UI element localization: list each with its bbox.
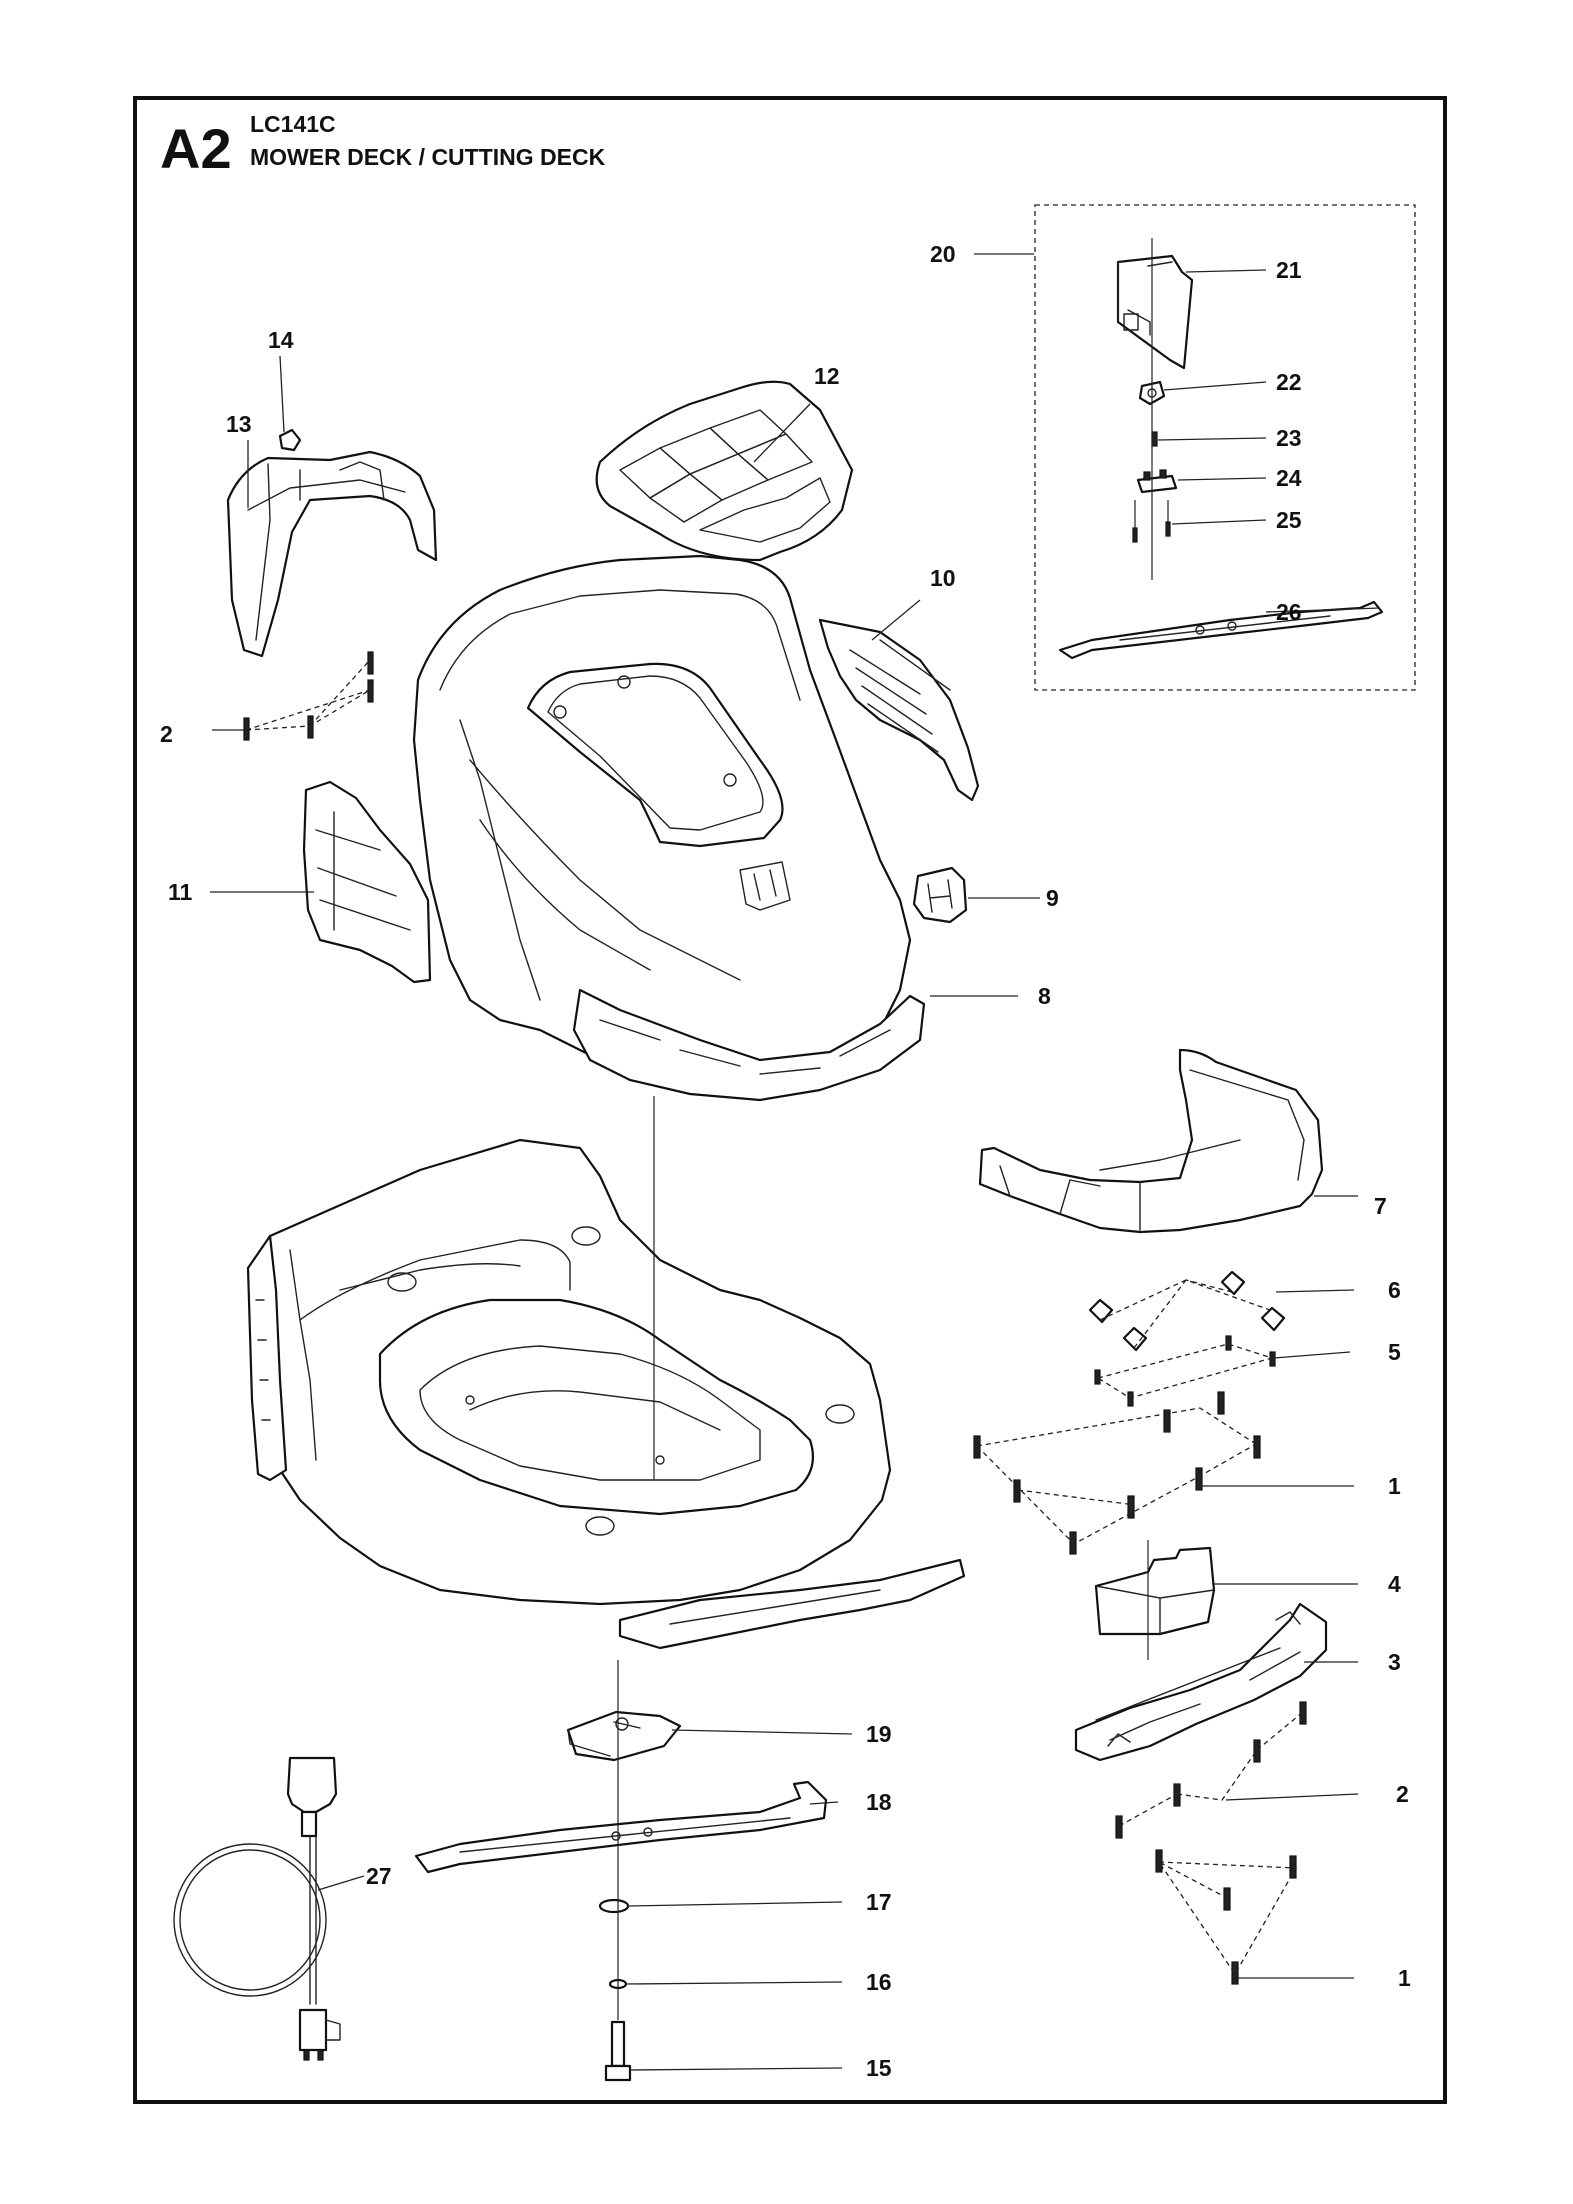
callout-25: 25 [1276, 507, 1302, 533]
callout-3: 3 [1388, 1649, 1401, 1675]
part-27 [173, 1756, 341, 2061]
part-17 [598, 1898, 630, 1914]
callout-21: 21 [1276, 257, 1302, 283]
callout-22: 22 [1276, 369, 1302, 395]
callout-1b: 1 [1398, 1965, 1411, 1991]
callout-20: 20 [930, 241, 956, 267]
part-24 [1136, 469, 1178, 494]
callout-13: 13 [226, 411, 252, 437]
part-26 [1058, 600, 1384, 660]
callout-14: 14 [268, 327, 294, 353]
part-25 [1132, 500, 1171, 543]
part-18 [414, 1780, 828, 1874]
callout-18: 18 [866, 1789, 892, 1815]
mower-deck-shell [246, 1138, 966, 1650]
part-21 [1116, 254, 1194, 370]
part-8 [412, 554, 926, 1102]
callout-4: 4 [1388, 1571, 1401, 1597]
part-12 [595, 380, 854, 562]
callout-9: 9 [1046, 885, 1059, 911]
part-6 [1088, 1270, 1286, 1352]
callout-26: 26 [1276, 599, 1302, 625]
part-1-upper [973, 1391, 1261, 1555]
part-10 [818, 618, 980, 802]
callout-2b: 2 [1396, 1781, 1409, 1807]
callout-5: 5 [1388, 1339, 1401, 1365]
callout-numbers: 14 13 12 10 2 11 9 8 7 6 5 1 4 3 2 1 19 … [160, 241, 1411, 2081]
part-7 [978, 1048, 1324, 1234]
part-19 [566, 1710, 682, 1762]
part-1-lower [1155, 1849, 1298, 1985]
leader-lines [210, 253, 1381, 2071]
part-6-dashes [1096, 1279, 1275, 1399]
callout-17: 17 [866, 1889, 892, 1915]
part-23 [1151, 431, 1158, 447]
callout-27: 27 [366, 1863, 392, 1889]
callout-16: 16 [866, 1969, 892, 1995]
model-code: LC141C [250, 111, 336, 137]
callout-24: 24 [1276, 465, 1302, 491]
callout-19: 19 [866, 1721, 892, 1747]
callout-1a: 1 [1388, 1473, 1401, 1499]
part-9 [912, 866, 968, 924]
part-4 [1094, 1546, 1216, 1636]
callout-12: 12 [814, 363, 840, 389]
part-2-lower [1115, 1701, 1307, 1839]
callout-11: 11 [168, 879, 193, 905]
part-15 [604, 2020, 632, 2082]
callout-23: 23 [1276, 425, 1302, 451]
diagram-title: MOWER DECK / CUTTING DECK [250, 144, 606, 170]
part-13 [226, 450, 438, 658]
callout-7: 7 [1374, 1193, 1387, 1219]
part-11 [302, 780, 432, 984]
part-5 [1094, 1335, 1276, 1407]
part-3 [1074, 1540, 1328, 1762]
page-frame [133, 96, 1447, 2104]
callout-15: 15 [866, 2055, 892, 2081]
kit-group-box [1034, 204, 1416, 691]
callout-10: 10 [930, 565, 956, 591]
callout-8: 8 [1038, 983, 1051, 1009]
part-14 [278, 428, 302, 452]
callout-2a: 2 [160, 721, 173, 747]
section-code: A2 [160, 117, 232, 180]
callout-6: 6 [1388, 1277, 1401, 1303]
